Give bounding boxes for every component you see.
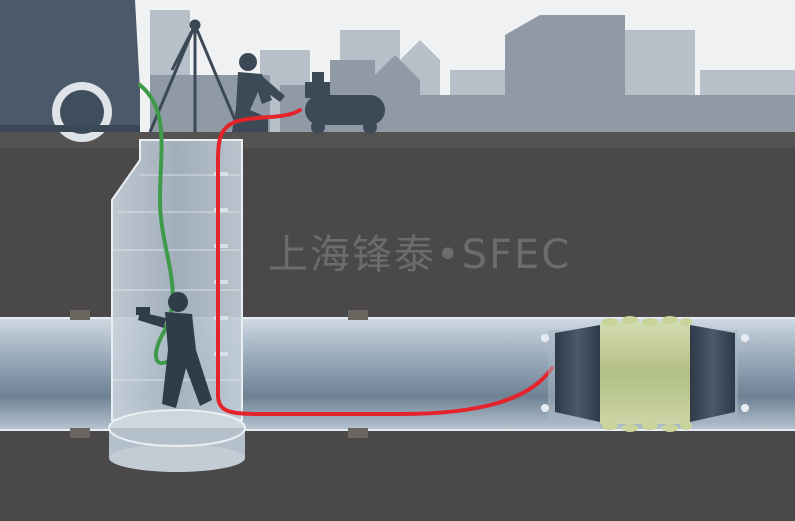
manhole-shaft bbox=[108, 139, 246, 472]
ground-surface bbox=[0, 132, 795, 148]
tripod-icon bbox=[148, 19, 242, 133]
shaft-worker-icon bbox=[136, 292, 212, 408]
packer-icon bbox=[541, 316, 749, 432]
truck-icon bbox=[0, 0, 140, 142]
green-hose bbox=[138, 83, 175, 366]
compressor-icon bbox=[305, 72, 385, 134]
red-hose bbox=[216, 108, 554, 416]
